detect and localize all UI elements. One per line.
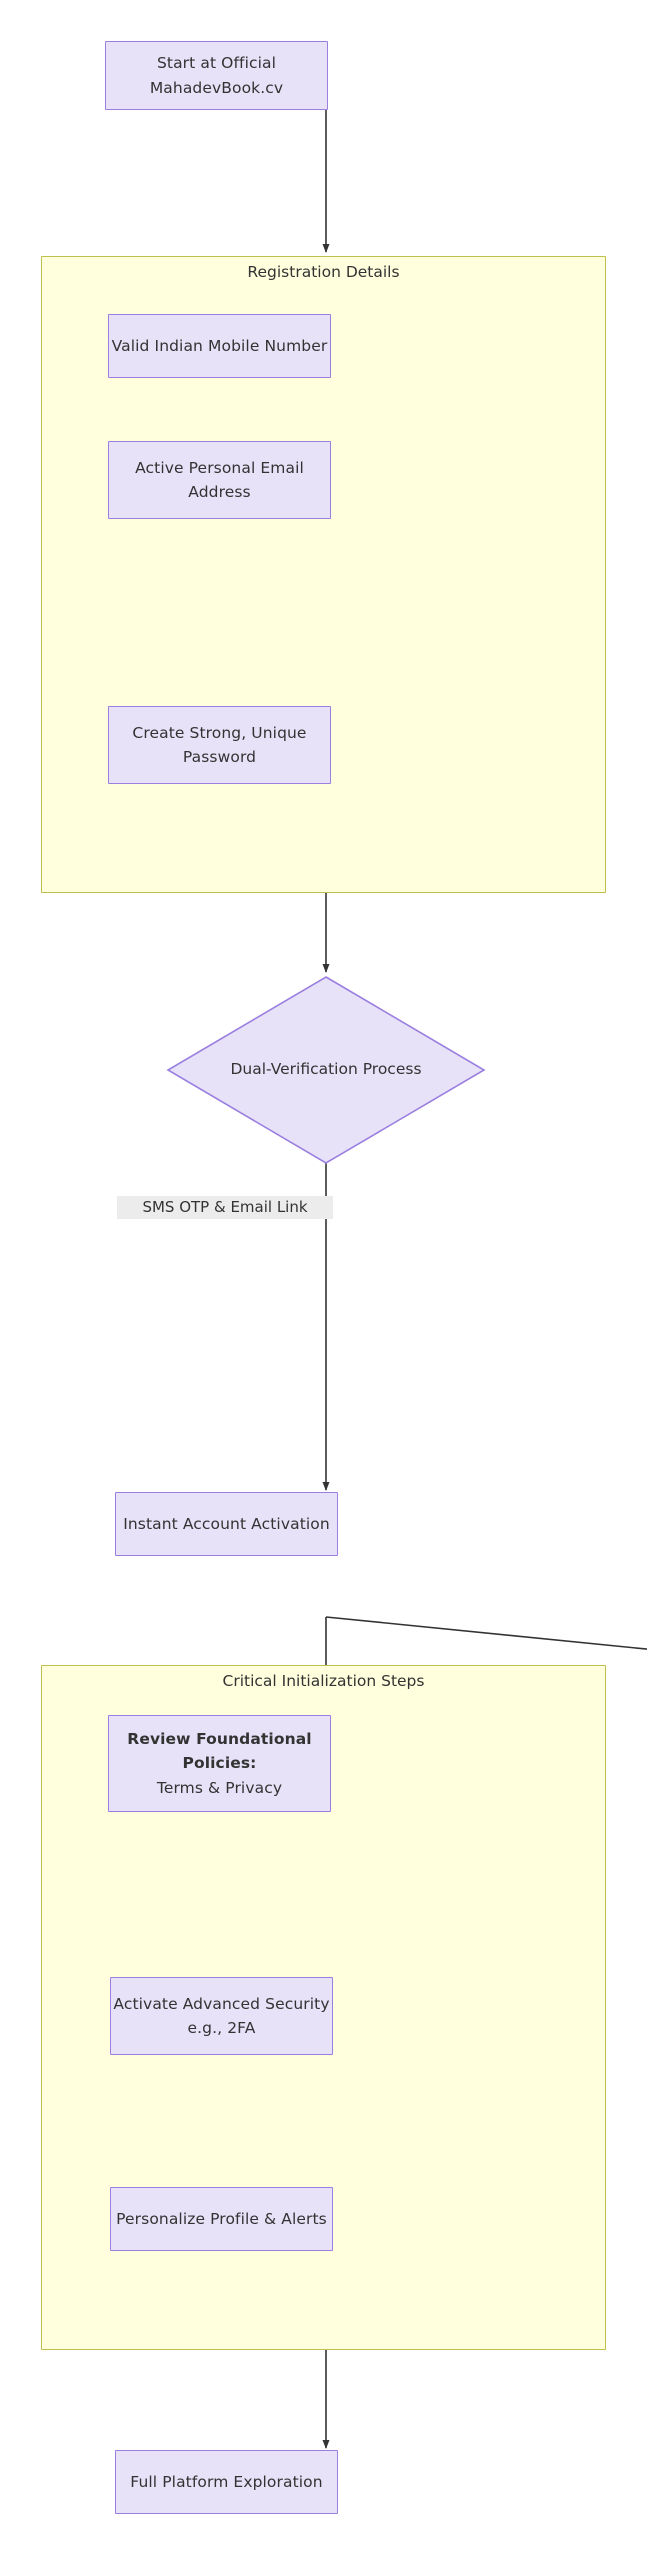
edge-label-sms-otp-email-link: SMS OTP & Email Link [117, 1196, 333, 1220]
node-full-platform-exploration-line1: Full Platform Exploration [130, 2472, 323, 2491]
node-full-platform-exploration[interactable]: Full Platform Exploration [115, 2450, 338, 2514]
node-create-strong-password-line2: Password [182, 748, 257, 766]
node-active-email-address-line2: Address [188, 483, 251, 501]
node-valid-mobile-number[interactable]: Valid Indian Mobile Number [108, 314, 331, 378]
node-review-foundational-policies-line3: Terms & Privacy [156, 1778, 283, 1797]
node-review-foundational-policies-line2: Policies: [182, 1754, 257, 1773]
node-activate-advanced-security-line1: Activate Advanced Security [113, 1994, 330, 2013]
node-dual-verification-process-label: Dual-Verification Process [230, 1060, 422, 1078]
node-active-email-address-line1: Active Personal Email [135, 458, 304, 477]
node-personalize-profile-alerts-line1: Personalize Profile & Alerts [116, 2209, 327, 2228]
node-start-line2: MahadevBook.cv [149, 78, 284, 97]
diamond-shape [166, 976, 486, 1164]
node-create-strong-password-line1: Create Strong, Unique [132, 723, 307, 742]
node-start-line1: Start at Official [156, 54, 277, 73]
node-review-foundational-policies-line1: Review Foundational [127, 1730, 312, 1749]
node-create-strong-password[interactable]: Create Strong, Unique Password [108, 706, 331, 784]
node-instant-account-activation[interactable]: Instant Account Activation [115, 1492, 338, 1556]
node-review-foundational-policies[interactable]: Review Foundational Policies: Terms & Pr… [108, 1715, 331, 1812]
node-start[interactable]: Start at Official MahadevBook.cv [105, 41, 328, 110]
node-dual-verification-process[interactable]: Dual-Verification Process [86, 975, 486, 1165]
cluster-registration-details-title: Registration Details [247, 263, 400, 281]
node-valid-mobile-number-line1: Valid Indian Mobile Number [111, 336, 328, 355]
node-active-email-address[interactable]: Active Personal Email Address [108, 441, 331, 519]
node-activate-advanced-security[interactable]: Activate Advanced Security e.g., 2FA [110, 1977, 333, 2055]
node-personalize-profile-alerts[interactable]: Personalize Profile & Alerts [110, 2187, 333, 2251]
node-instant-account-activation-line1: Instant Account Activation [123, 1514, 330, 1533]
node-activate-advanced-security-line2: e.g., 2FA [187, 2019, 256, 2037]
cluster-critical-initialization-steps-title: Critical Initialization Steps [222, 1672, 425, 1690]
